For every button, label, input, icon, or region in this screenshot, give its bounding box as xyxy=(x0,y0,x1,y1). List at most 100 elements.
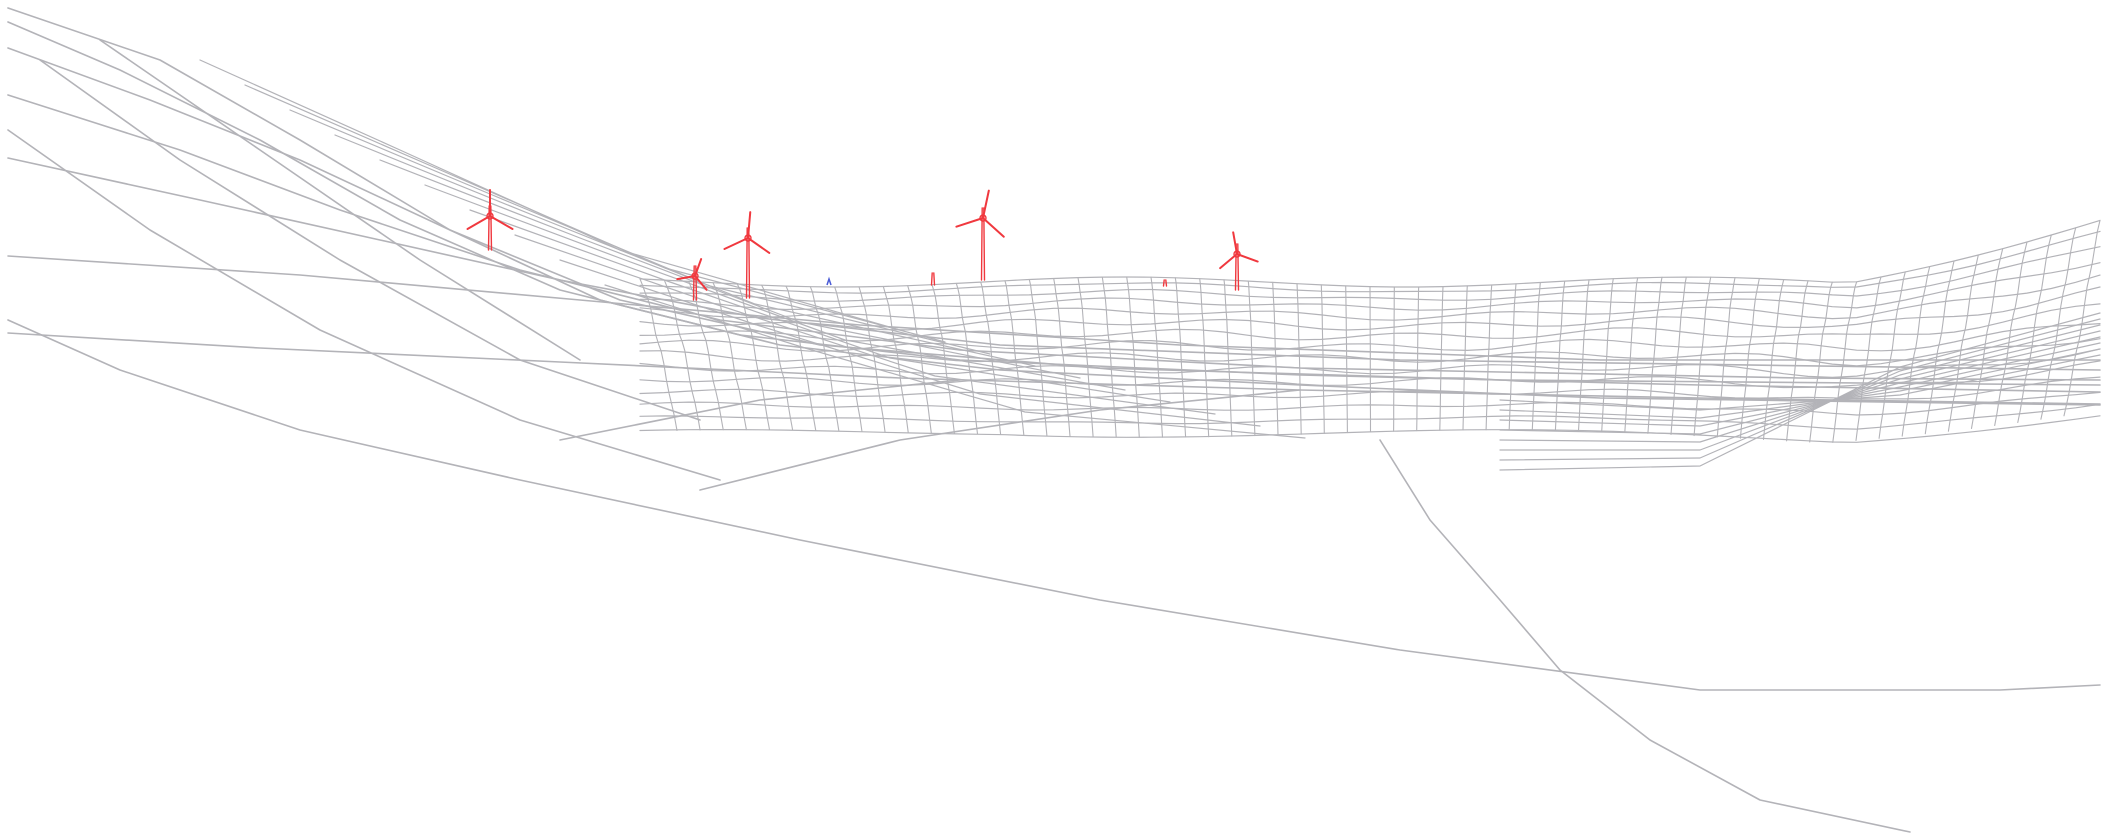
turbine-blade xyxy=(747,211,752,239)
turbine-blade xyxy=(489,215,514,230)
turbine-hub xyxy=(1233,250,1241,258)
terrain-mesh-column xyxy=(639,278,678,432)
terrain-mesh-column xyxy=(1077,277,1094,438)
terrain-mesh-column xyxy=(761,284,794,431)
terrain-slope-line xyxy=(604,284,1306,439)
terrain-mesh-column xyxy=(1901,266,1931,437)
terrain-mesh-column xyxy=(1878,271,1906,439)
terrain-slope-line xyxy=(1499,348,2101,419)
terrain-mesh-column xyxy=(1247,280,1256,437)
turbine-blade xyxy=(955,217,984,228)
turbine-hub xyxy=(691,272,699,280)
wind-turbine-icon xyxy=(930,272,936,286)
terrain-contour-line xyxy=(7,255,2101,361)
terrain-slope-line xyxy=(1499,330,2101,443)
terrain-mesh-column xyxy=(1947,254,1979,432)
terrain-slope-line xyxy=(1499,324,2101,451)
terrain-slope-line xyxy=(1499,354,2101,411)
turbine-hub xyxy=(744,234,752,242)
terrain-mesh-column xyxy=(1786,280,1809,442)
location-marker-icon xyxy=(826,276,832,286)
wind-turbine-icon xyxy=(466,189,514,251)
terrain-mesh-column xyxy=(1101,276,1117,438)
terrain-mesh-column xyxy=(1601,278,1614,432)
terrain-slope-line xyxy=(469,209,1171,403)
terrain-mesh-column xyxy=(1970,248,2004,429)
terrain-mesh-column xyxy=(1855,276,1882,441)
terrain-mesh-column xyxy=(1028,278,1048,437)
turbine-blade xyxy=(982,217,1005,238)
terrain-contour-line xyxy=(7,157,2101,371)
terrain-mesh-column xyxy=(907,285,932,434)
turbine-tower xyxy=(1162,279,1165,287)
terrain-contour-line xyxy=(7,129,721,481)
terrain-mesh-column xyxy=(1670,276,1687,435)
terrain-mesh-column xyxy=(1053,277,1071,437)
turbine-blade xyxy=(466,215,491,230)
terrain-mesh-column xyxy=(1126,276,1140,438)
terrain-mesh-column xyxy=(1994,241,2028,427)
terrain-contour-line xyxy=(39,59,701,421)
wind-turbines-group xyxy=(466,189,1259,301)
terrain-mesh-column xyxy=(931,284,955,434)
terrain-slope-line xyxy=(1499,342,2101,427)
terrain-mesh-column xyxy=(955,282,979,435)
terrain-slope-line xyxy=(1499,318,2101,461)
terrain-mesh-column xyxy=(1554,280,1566,431)
terrain-slope-line xyxy=(1499,312,2101,471)
wind-turbine-icon xyxy=(1219,231,1259,291)
turbine-blade xyxy=(982,189,990,219)
terrain-mesh-column xyxy=(785,285,817,431)
wind-turbine-icon xyxy=(1162,279,1168,287)
terrain-mesh-column xyxy=(1693,276,1712,437)
wind-turbine-icon xyxy=(723,211,771,299)
terrain-mesh-column xyxy=(1393,286,1395,432)
turbine-tower xyxy=(1165,279,1168,287)
terrain-mesh-column xyxy=(1272,281,1279,436)
terrain-mesh-column xyxy=(882,285,909,433)
terrain-mesh-column xyxy=(858,286,886,433)
terrain-slope-line xyxy=(424,184,1126,391)
markers-group xyxy=(826,276,832,286)
terrain-contour-line xyxy=(99,39,581,361)
terrain-contour-line xyxy=(7,47,2101,386)
terrain-mesh-column xyxy=(663,279,701,431)
terrain-mesh-column xyxy=(1647,276,1663,434)
turbine-tower xyxy=(980,207,983,281)
terrain-mesh-column xyxy=(2040,227,2077,420)
terrain-contour-line xyxy=(1379,439,1911,833)
terrain-mesh-row xyxy=(639,230,2101,294)
terrain-mesh-column xyxy=(1739,277,1760,439)
terrain-mesh-column xyxy=(1832,281,1858,443)
terrain-mesh-column xyxy=(1320,284,1325,434)
terrain-mesh-column xyxy=(1924,260,1955,435)
terrain-mesh-column xyxy=(1462,285,1468,431)
turbine-blade xyxy=(723,237,749,250)
turbine-hub xyxy=(486,212,494,220)
turbine-tower xyxy=(745,227,748,299)
terrain-mesh-column xyxy=(1223,279,1233,437)
terrain-contour-line xyxy=(559,379,961,441)
terrain-mesh-column xyxy=(1416,286,1420,432)
terrain-wireframe xyxy=(7,7,2101,833)
terrain-mesh-column xyxy=(1199,278,1210,438)
terrain-slope-line xyxy=(289,109,991,355)
turbine-tower xyxy=(692,265,695,301)
terrain-mesh-column xyxy=(1150,276,1164,438)
terrain-mesh-column xyxy=(1345,285,1348,434)
terrain-mesh-column xyxy=(1369,286,1372,433)
terrain-mesh-column xyxy=(1004,280,1025,436)
terrain-mesh-column xyxy=(1296,283,1302,435)
terrain-mesh-column xyxy=(2017,234,2052,423)
terrain-mesh-column xyxy=(1174,277,1187,438)
terrain-mesh-column xyxy=(1531,281,1541,431)
terrain-mesh-column xyxy=(1716,277,1736,438)
turbine-tower xyxy=(930,272,933,286)
terrain-contour-line xyxy=(7,7,2101,406)
terrain-mesh-column xyxy=(1577,279,1590,432)
terrain-mesh-column xyxy=(1762,279,1785,441)
terrain-slope-line xyxy=(379,159,1081,379)
turbine-tower xyxy=(933,272,936,286)
